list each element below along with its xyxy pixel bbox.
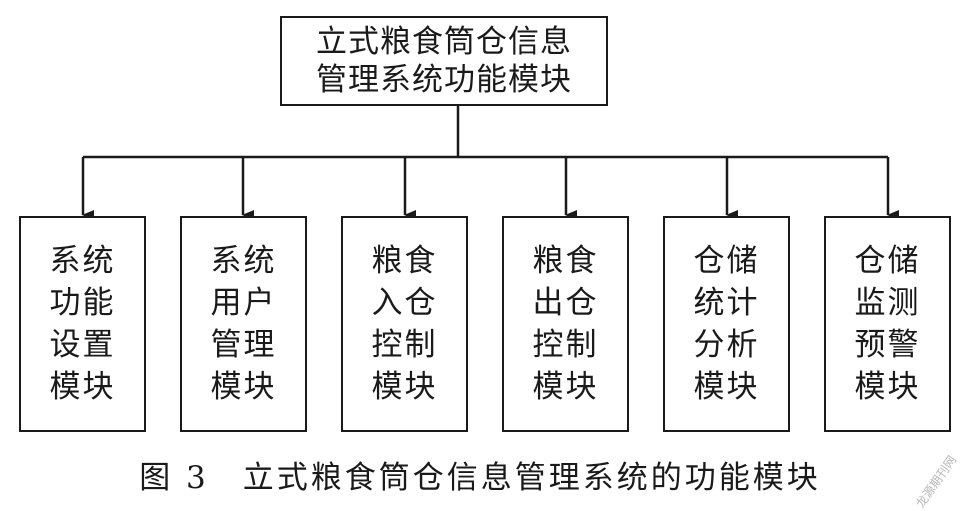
module-label: 仓储监测预警模块 (854, 243, 921, 405)
module-label: 系统用户管理模块 (210, 243, 277, 405)
root-module-box: 立式粮食筒仓信息 管理系统功能模块 (280, 16, 608, 106)
module-box-system-settings: 系统功能设置模块 (19, 216, 146, 432)
root-title-line-2: 管理系统功能模块 (316, 62, 572, 98)
module-label: 粮食出仓控制模块 (532, 243, 599, 405)
module-box-user-management: 系统用户管理模块 (180, 216, 307, 432)
module-label: 粮食入仓控制模块 (371, 243, 438, 405)
module-box-grain-inbound: 粮食入仓控制模块 (341, 216, 468, 432)
module-label: 仓储统计分析模块 (693, 243, 760, 405)
module-box-grain-outbound: 粮食出仓控制模块 (502, 216, 629, 432)
root-title-line-1: 立式粮食筒仓信息 (316, 24, 572, 60)
module-label: 系统功能设置模块 (49, 243, 116, 405)
figure-caption: 图 3 立式粮食筒仓信息管理系统的功能模块 (139, 460, 821, 496)
module-box-storage-monitoring: 仓储监测预警模块 (824, 216, 951, 432)
module-box-storage-statistics: 仓储统计分析模块 (663, 216, 790, 432)
